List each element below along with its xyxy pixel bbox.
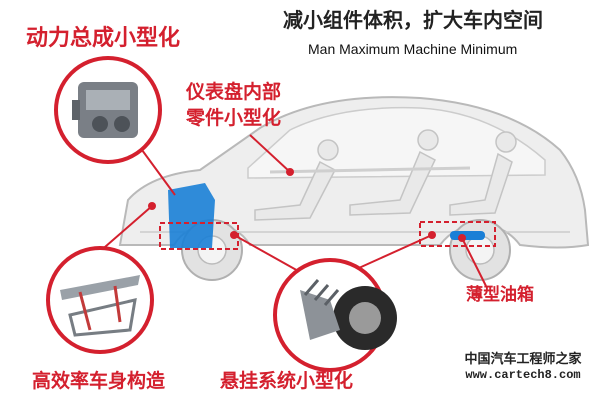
- label-body-structure: 高效率车身构造: [32, 370, 166, 392]
- rear-wheel: [449, 219, 511, 281]
- body-structure-callout-circle: [46, 246, 154, 354]
- front-frame-dashed-box: [159, 222, 239, 250]
- label-fuel-tank: 薄型油箱: [466, 285, 534, 305]
- car-window: [247, 106, 546, 179]
- label-dashboard-line2: 零件小型化: [186, 106, 282, 129]
- watermark-chinese: 中国汽车工程师之家: [464, 352, 582, 367]
- label-suspension: 悬挂系统小型化: [220, 370, 354, 392]
- passengers-illustration: [254, 129, 517, 221]
- label-powertrain: 动力总成小型化: [26, 26, 181, 51]
- rear-tank-dashed-box: [419, 221, 496, 247]
- label-dashboard-line1: 仪表盘内部: [186, 81, 282, 103]
- watermark: 中国汽车工程师之家 www.cartech8.com: [448, 352, 598, 383]
- main-title-chinese: 减小组件体积，扩大车内空间: [283, 8, 543, 32]
- fuel-tank-shape: [450, 231, 485, 240]
- engine-callout-circle: [54, 56, 162, 164]
- callout-dots: [148, 168, 466, 242]
- watermark-url: www.cartech8.com: [465, 368, 581, 383]
- powertrain-highlight: [168, 183, 215, 248]
- label-dashboard-parts: 仪表盘内部 零件小型化: [186, 80, 281, 131]
- main-title-english: Man Maximum Machine Minimum: [308, 41, 518, 57]
- suspension-callout-circle: [273, 258, 397, 372]
- callout-lines: [89, 134, 487, 287]
